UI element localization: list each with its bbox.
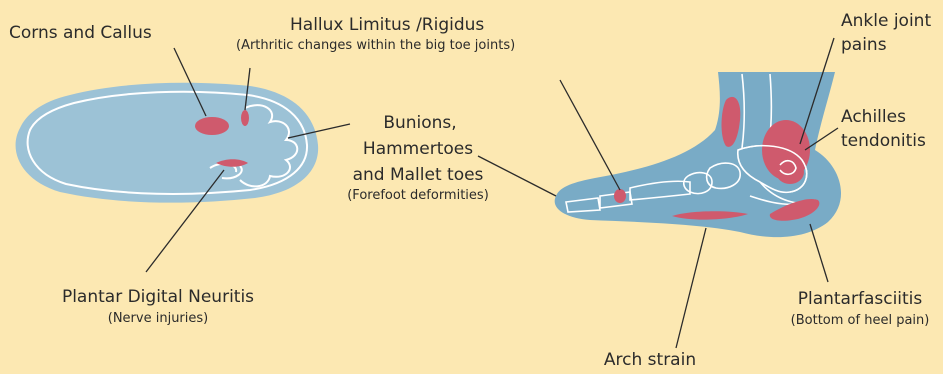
hallux-label: Hallux Limitus /Rigidus [290,14,484,36]
foot-illustration [555,72,841,237]
hallux-sublabel: (Arthritic changes within the big toe jo… [236,38,515,54]
ankle-joint-label-line1: Ankle joint [841,10,931,32]
hallux-marker-foot [614,189,626,203]
insole-illustration [16,83,319,203]
plantarfasciitis-label: Plantarfasciitis [798,288,923,310]
arch-strain-label: Arch strain [604,349,696,371]
leader-hallux-foot [560,80,620,190]
corns-callus-label: Corns and Callus [9,22,152,44]
leader-arch [676,228,706,348]
bunions-label-line1: Bunions, [383,112,456,134]
bunions-label-line3: and Mallet toes [353,164,484,186]
corns-callus-marker [195,117,229,135]
ankle-joint-label-line2: pains [841,34,887,56]
plantarfasciitis-sublabel: (Bottom of heel pain) [791,313,930,329]
bunions-sublabel: (Forefoot deformities) [347,188,489,204]
hallux-marker-insole [241,110,249,126]
plantar-digital-neuritis-label: Plantar Digital Neuritis [62,286,254,308]
plantar-digital-neuritis-sublabel: (Nerve injuries) [108,311,208,327]
bunions-label-line2: Hammertoes [363,138,473,160]
achilles-label-line1: Achilles [841,106,906,128]
leader-plantarfasciitis [810,224,828,282]
achilles-label-line2: tendonitis [841,130,926,152]
leader-bunions-foot [478,156,556,196]
